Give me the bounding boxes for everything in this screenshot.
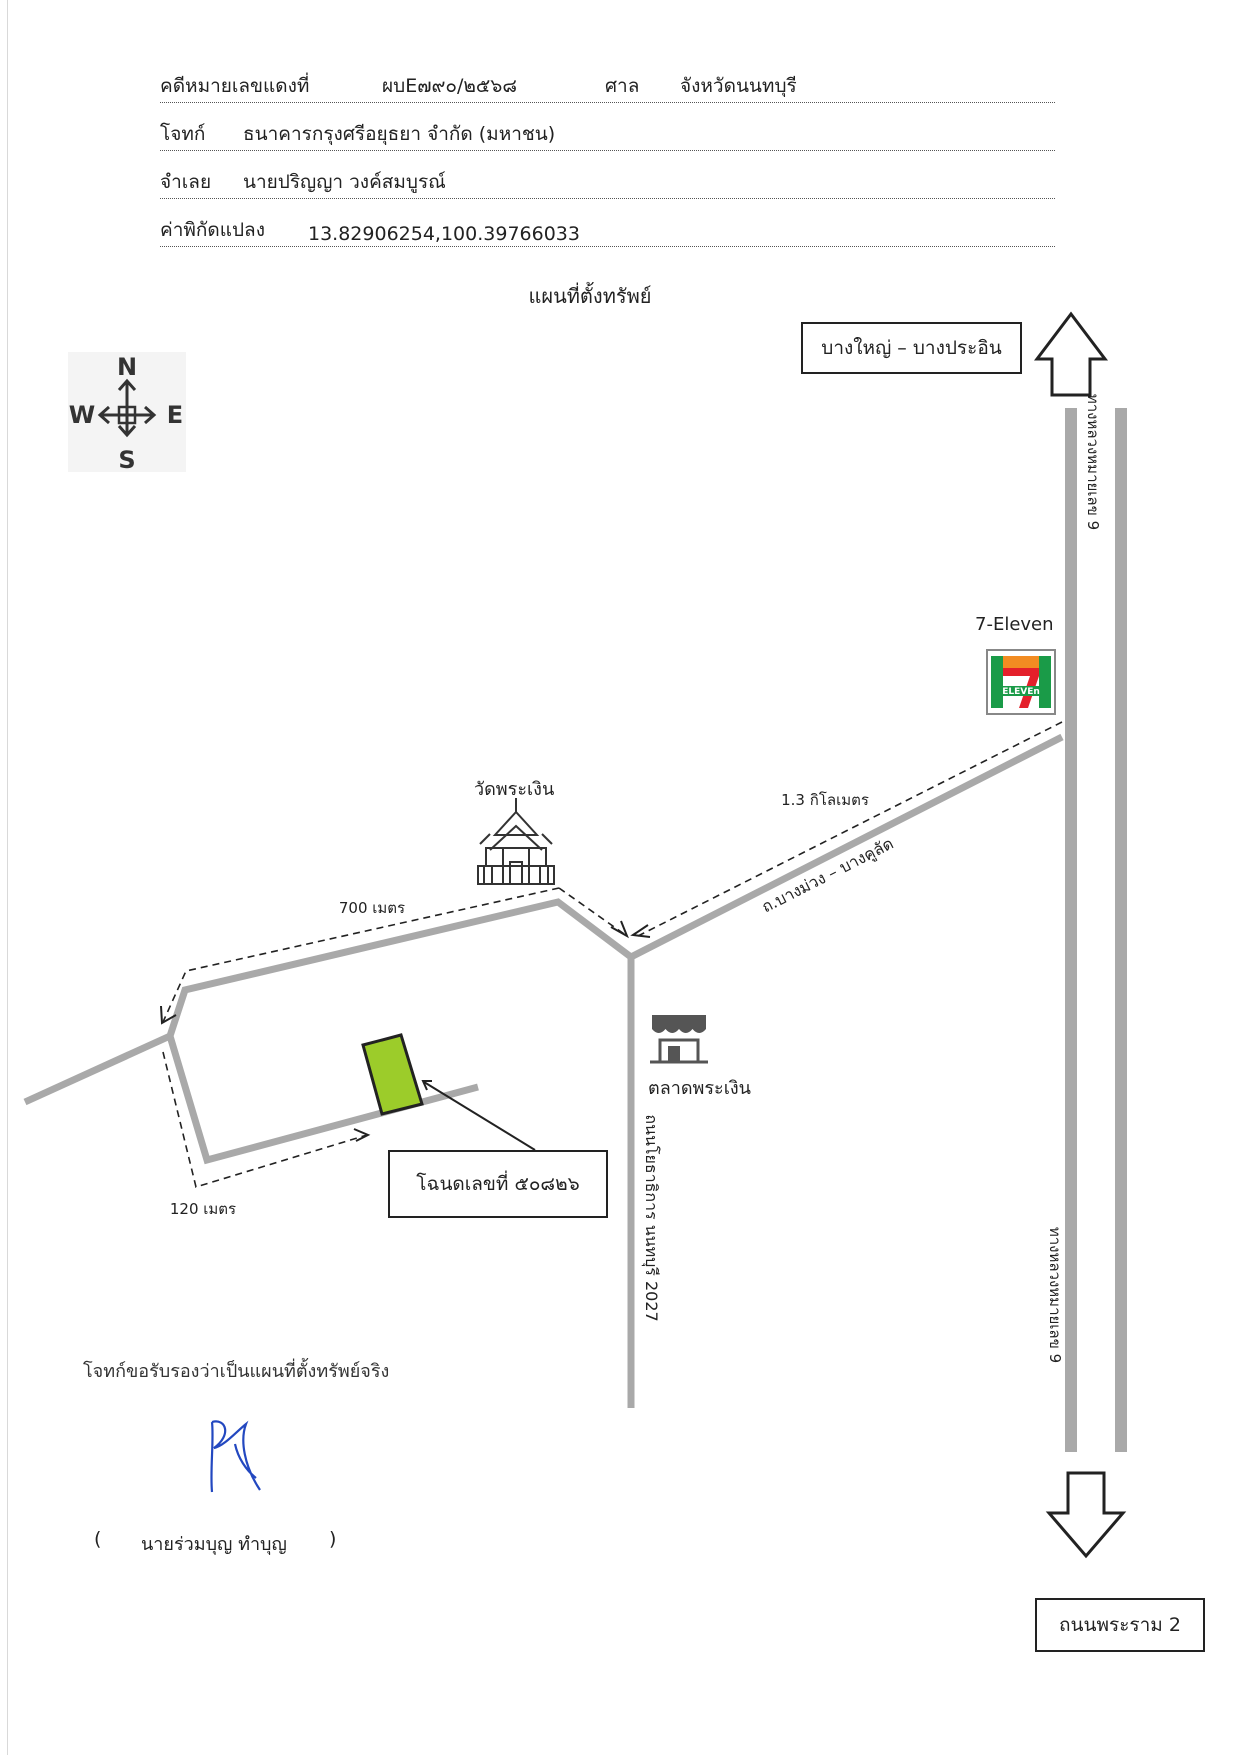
seven-eleven-logo-text: ELEVEn xyxy=(1002,687,1040,697)
highway-9 xyxy=(1065,408,1127,1452)
case-label: คดีหมายเลขแดงที่ xyxy=(160,75,310,97)
route-arrowhead-3 xyxy=(160,1005,177,1025)
compass-w: W xyxy=(69,401,95,429)
south-arrow-icon xyxy=(1045,1471,1127,1559)
case-number-row: คดีหมายเลขแดงที่ ผบE๗๙๐/๒๕๖๘ ศาล จังหวัด… xyxy=(160,72,1055,103)
court-label: ศาล xyxy=(605,75,640,97)
route-arrowhead-4 xyxy=(353,1128,371,1142)
case-number: ผบE๗๙๐/๒๕๖๘ xyxy=(382,75,518,97)
signature-icon xyxy=(210,1420,261,1493)
map-title: แผนที่ตั้งทรัพย์ xyxy=(528,284,652,308)
coordinate-row: ค่าพิกัดแปลง 13.82906254,100.39766033 xyxy=(160,216,1055,247)
paren-close: ) xyxy=(329,1528,337,1550)
compass-s: S xyxy=(118,446,135,474)
route-dashed-line xyxy=(162,721,1063,1189)
road-label-bangmuang: ถ.บางม่วง – บางคูลัด xyxy=(759,834,897,918)
coordinate-label: ค่าพิกัดแปลง xyxy=(160,219,265,241)
page-edge-line xyxy=(7,0,8,1755)
land-plot xyxy=(361,1033,424,1116)
compass-rose-icon: N W E S xyxy=(68,352,186,474)
defendant-label: จำเลย xyxy=(160,171,212,193)
deed-pointer-line xyxy=(423,1081,536,1151)
south-destination-label: ถนนพระราม 2 xyxy=(1059,1614,1181,1636)
distance-label-3: 120 เมตร xyxy=(170,1200,236,1218)
distance-label-2: 700 เมตร xyxy=(339,899,405,917)
temple-label: วัดพระเงิน xyxy=(474,779,555,800)
compass-e: E xyxy=(167,401,183,429)
plaintiff-label: โจทก์ xyxy=(160,123,206,145)
store-label: 7-Eleven xyxy=(975,614,1054,635)
route-arrowhead-2 xyxy=(610,920,629,939)
compass-n: N xyxy=(117,353,137,381)
south-destination-box: ถนนพระราม 2 xyxy=(1035,1598,1205,1652)
signer-name: นายร่วมบุญ ทำบุญ xyxy=(141,1534,287,1555)
roads xyxy=(23,733,1064,1408)
north-destination-box: บางใหญ่ – บางประอิน xyxy=(801,322,1022,374)
deed-label: โฉนดเลขที่ ๕๐๘๒๖ xyxy=(416,1173,580,1195)
deed-box: โฉนดเลขที่ ๕๐๘๒๖ xyxy=(388,1150,608,1218)
certification-text: โจทก์ขอรับรองว่าเป็นแผนที่ตั้งทรัพย์จริง xyxy=(83,1361,390,1382)
deed-pointer-arrowhead xyxy=(421,1080,432,1091)
coordinate-value: 13.82906254,100.39766033 xyxy=(308,223,580,245)
market-shop-icon xyxy=(650,1015,708,1064)
seven-eleven-logo-icon: ELEVEn xyxy=(986,649,1056,715)
distance-label-1: 1.3 กิโลเมตร xyxy=(781,791,869,809)
north-arrow-icon xyxy=(1033,311,1109,397)
court-name: จังหวัดนนทบุรี xyxy=(680,75,797,97)
defendant-name: นายปริญญา วงค์สมบูรณ์ xyxy=(243,171,446,193)
route-arrowhead-1 xyxy=(630,924,651,938)
road-label-nonthaburi: ถนนโยธาธิการ นนทบุรี 2027 xyxy=(641,1114,661,1321)
plaintiff-name: ธนาคารกรุงศรีอยุธยา จำกัด (มหาชน) xyxy=(243,123,556,145)
north-destination-label: บางใหญ่ – บางประอิน xyxy=(821,337,1002,359)
highway-label-top: ทางหลวงหมายเลข 9 xyxy=(1084,394,1102,530)
defendant-row: จำเลย นายปริญญา วงค์สมบูรณ์ xyxy=(160,168,1055,199)
temple-icon xyxy=(477,798,555,885)
plaintiff-row: โจทก์ ธนาคารกรุงศรีอยุธยา จำกัด (มหาชน) xyxy=(160,120,1055,151)
paren-open: ( xyxy=(94,1528,102,1550)
market-label: ตลาดพระเงิน xyxy=(648,1078,751,1099)
highway-label-bottom: ทางหลวงหมายเลข 9 xyxy=(1046,1227,1064,1363)
